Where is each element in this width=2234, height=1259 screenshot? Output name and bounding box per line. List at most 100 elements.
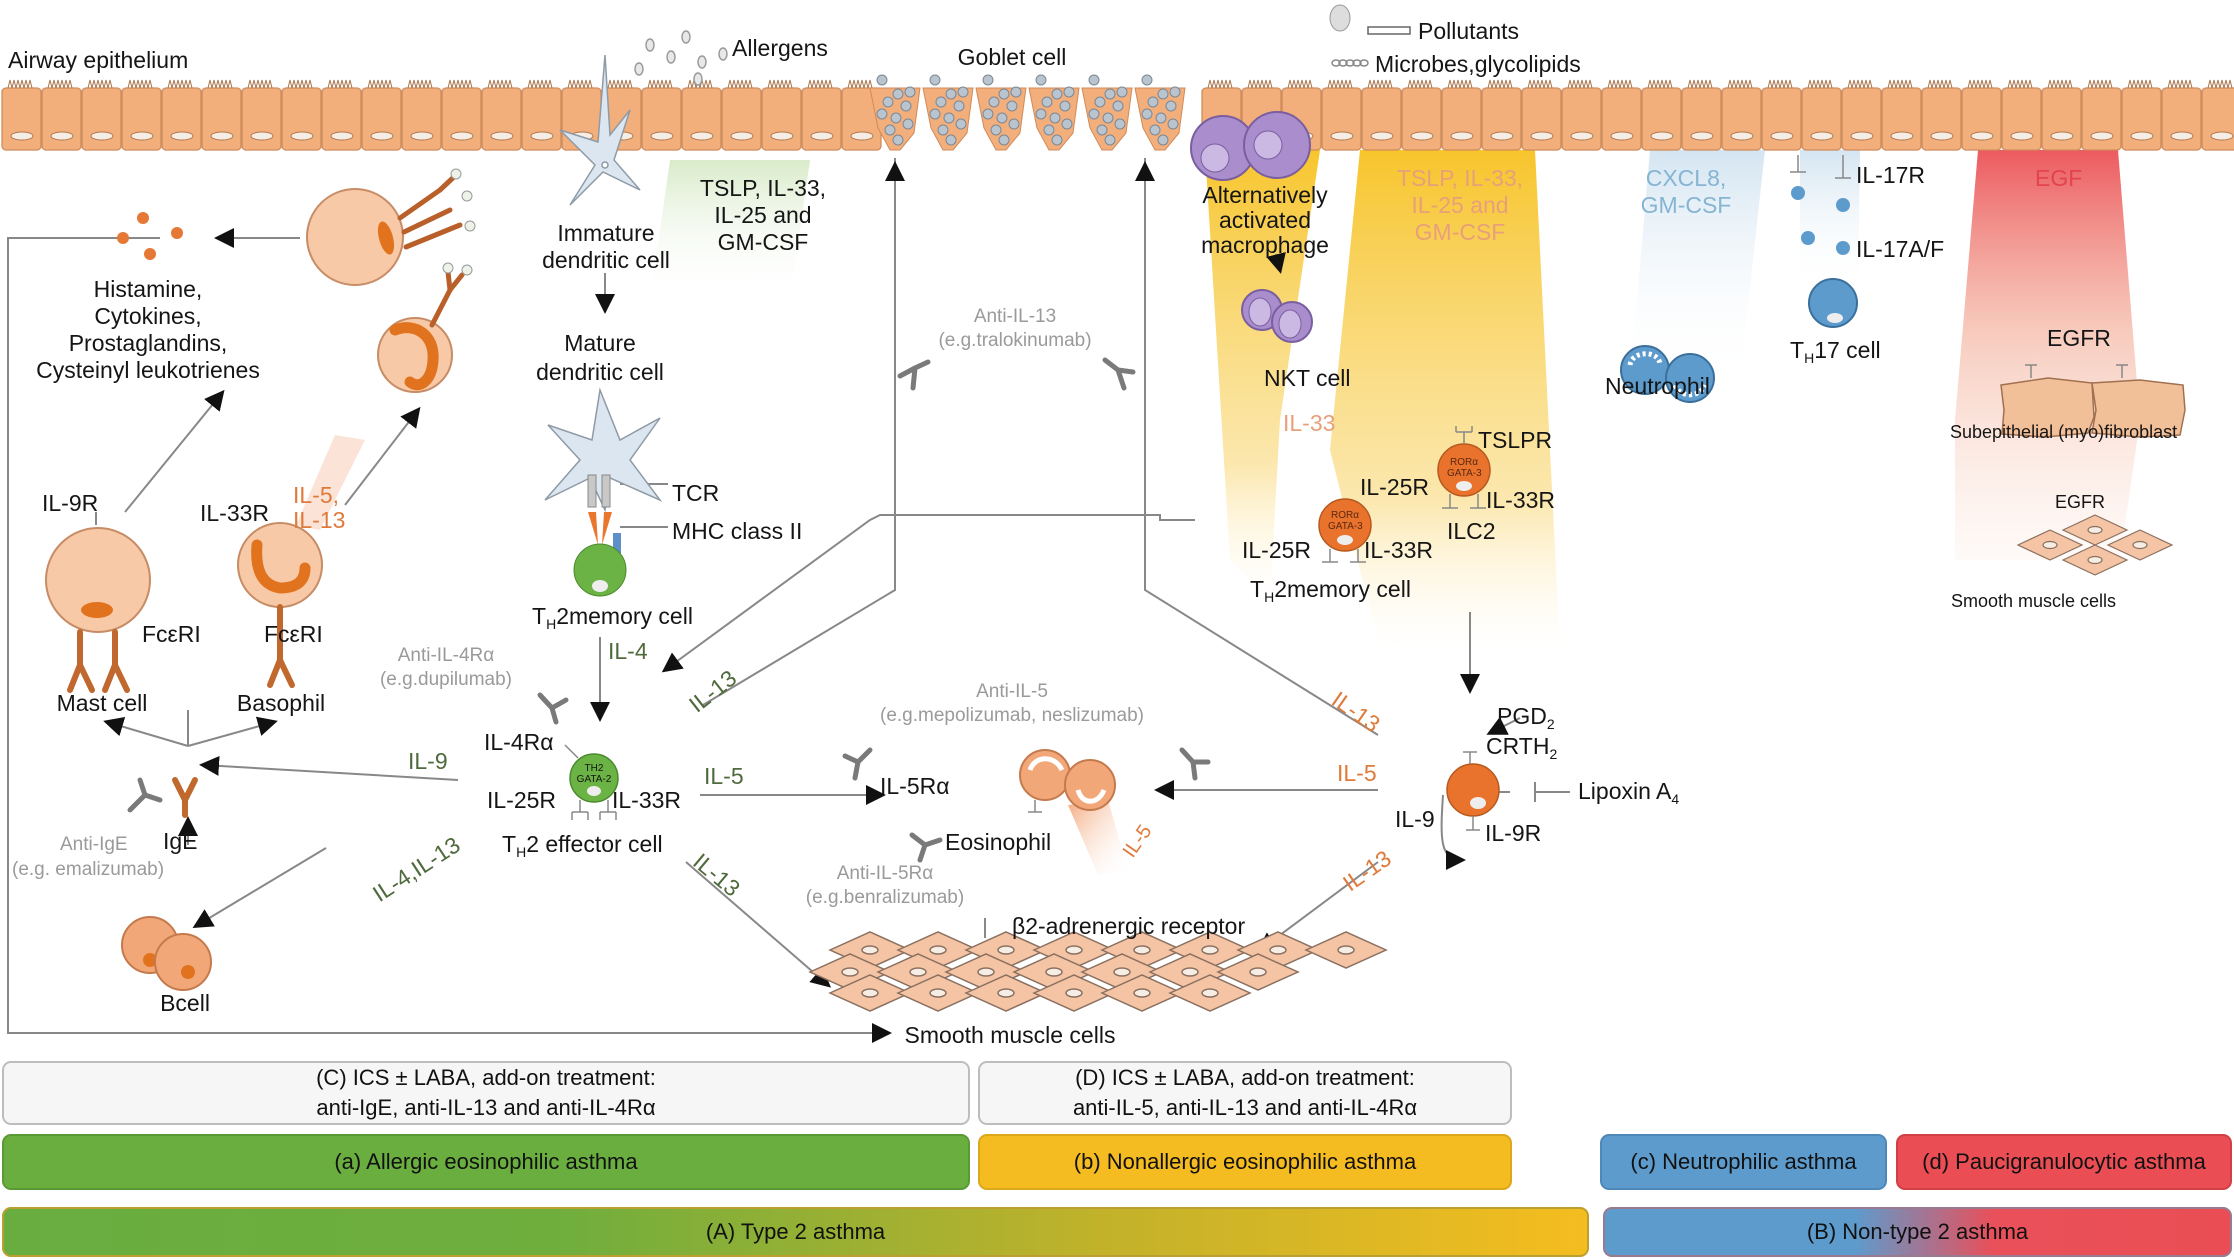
il5-label-allergic: IL-5 (704, 763, 744, 789)
epithelial-cell (2201, 79, 2234, 151)
mature-dendritic-cell (544, 387, 663, 513)
epithelial-cell (1481, 79, 1522, 151)
neutrophils (1620, 345, 1715, 403)
th2-memory-cell-label: TH2memory cell (532, 603, 693, 632)
epithelial-cytokines-nonallergic: TSLP, IL-33, IL-25 and GM-CSF (1396, 165, 1524, 245)
epithelial-cell (2121, 79, 2162, 151)
red-cone-egf (1955, 150, 2140, 560)
epithelial-cell (1561, 79, 1602, 151)
epithelial-cell (41, 79, 82, 151)
il33-label-nonallergic: IL-33 (1283, 410, 1336, 436)
goblet-cell (1028, 74, 1080, 151)
anti-ige-label: Anti-IgE (60, 834, 128, 855)
anti-il4ra-label: Anti-IL-4Rα (e.g.dupilumab) (379, 645, 513, 690)
epithelial-cell (1, 79, 42, 151)
epithelial-cell (281, 79, 322, 151)
il9-label: IL-9 (408, 748, 448, 774)
phenotype-neutrophilic: (c) Neutrophilic asthma (1600, 1134, 1887, 1190)
epithelial-cell (841, 79, 882, 151)
smooth-muscle-right-label: Smooth muscle cells (1951, 591, 2117, 611)
pollutants-label: Pollutants (1418, 18, 1520, 44)
il17r-label: IL-17R (1856, 162, 1926, 188)
ilc2-il33r-label: IL-33R (1486, 487, 1556, 513)
ilc2-inner-label: RORα GATA-3 (1447, 457, 1482, 479)
phenotype-allergic-eosinophilic: (a) Allergic eosinophilic asthma (2, 1134, 970, 1190)
il5ra-label: IL-5Rα (880, 773, 950, 799)
epithelial-cell (121, 79, 162, 151)
degranulating-mast-cell (306, 168, 476, 286)
goblet-cell (922, 74, 974, 151)
epithelial-cell (1961, 79, 2002, 151)
epithelial-cell (2081, 79, 2122, 151)
anti-il4ra-antibody (537, 692, 569, 725)
allergen-particles (634, 30, 728, 86)
ige-label: IgE (163, 828, 198, 854)
blue-cone-th17 (1800, 150, 1860, 290)
epithelial-cell (241, 79, 282, 151)
epithelial-cell (1801, 79, 1842, 151)
fceri-basophil-label: FcεRI (264, 621, 323, 647)
mediator-granules (117, 212, 183, 260)
epithelial-cell (1401, 79, 1442, 151)
th2-effector-cell-label: TH2 effector cell (502, 831, 663, 860)
th2-effector-il25r-label: IL-25R (487, 787, 557, 813)
epithelial-cell (1601, 79, 1642, 151)
epithelial-cell (721, 79, 762, 151)
epithelial-cell (481, 79, 522, 151)
il9-label-nonallergic: IL-9 (1395, 806, 1435, 832)
goblet-cell (1081, 74, 1133, 151)
epithelial-cell (1441, 79, 1482, 151)
treatment-box-c: (C) ICS ± LABA, add-on treatment: anti-I… (2, 1061, 970, 1125)
anti-il13-antibodies (897, 357, 1136, 391)
epithelial-cell (521, 79, 562, 151)
il9r-label: IL-9R (42, 490, 99, 516)
th17-cell (1808, 278, 1858, 328)
allergens-label: Allergens (732, 35, 828, 61)
neutrophil-label: Neutrophil (1605, 373, 1710, 399)
mem-il25r-label: IL-25R (1242, 537, 1312, 563)
epithelial-cell (161, 79, 202, 151)
ilc2-label: ILC2 (1447, 518, 1496, 544)
egfr-smooth-label: EGFR (2055, 492, 2106, 512)
epithelial-cell (361, 79, 402, 151)
il4-label: IL-4 (608, 638, 648, 664)
fceri-mast-label: FcεRI (142, 621, 201, 647)
epithelial-cell (801, 79, 842, 151)
epithelial-cell (1921, 79, 1962, 151)
anti-il5-antibodies (842, 747, 1211, 863)
treatment-box-d: (D) ICS ± LABA, add-on treatment: anti-I… (978, 1061, 1512, 1125)
epithelial-cell (201, 79, 242, 151)
il5-label-nonallergic: IL-5 (1337, 760, 1377, 786)
yellow-cone-macrophage (1205, 150, 1320, 600)
bcell-label: Bcell (160, 990, 210, 1016)
pgd2-label: PGD2 (1497, 703, 1555, 732)
epithelial-cell (1761, 79, 1802, 151)
pollutant-icons (1329, 4, 1411, 67)
microbes-label: Microbes,glycolipids (1375, 51, 1581, 77)
yellow-cone-ilc (1330, 150, 1560, 650)
basophil (237, 435, 365, 688)
epithelial-cell (81, 79, 122, 151)
epithelial-cell (2001, 79, 2042, 151)
epithelial-cell (2161, 79, 2202, 151)
nkt-cell-label: NKT cell (1264, 365, 1351, 391)
mem-il33r-label: IL-33R (1364, 537, 1434, 563)
phenotype-nonallergic-eosinophilic: (b) Nonallergic eosinophilic asthma (978, 1134, 1512, 1190)
endotype-a-bar (2, 1207, 1589, 1257)
epithelial-cell (1721, 79, 1762, 151)
b2-receptor-label: β2-adrenergic receptor (1012, 913, 1246, 939)
egfr-fibroblast-label: EGFR (2047, 325, 2111, 351)
il9r-label-nonallergic: IL-9R (1485, 820, 1542, 846)
immature-dendritic-cell (559, 54, 641, 206)
th2-effector-il33r-label: IL-33R (612, 787, 682, 813)
epithelial-cell (761, 79, 802, 151)
epithelial-cell (1841, 79, 1882, 151)
smooth-muscle-label: Smooth muscle cells (904, 1022, 1116, 1048)
basophil-label: Basophil (236, 690, 326, 716)
immature-dc-label: Immature dendritic cell (542, 220, 670, 273)
ilc2-effector-cell (1446, 751, 1500, 831)
epithelial-cell (681, 79, 722, 151)
epithelial-cytokines-allergic: TSLP, IL-33, IL-25 and GM-CSF (699, 175, 827, 255)
